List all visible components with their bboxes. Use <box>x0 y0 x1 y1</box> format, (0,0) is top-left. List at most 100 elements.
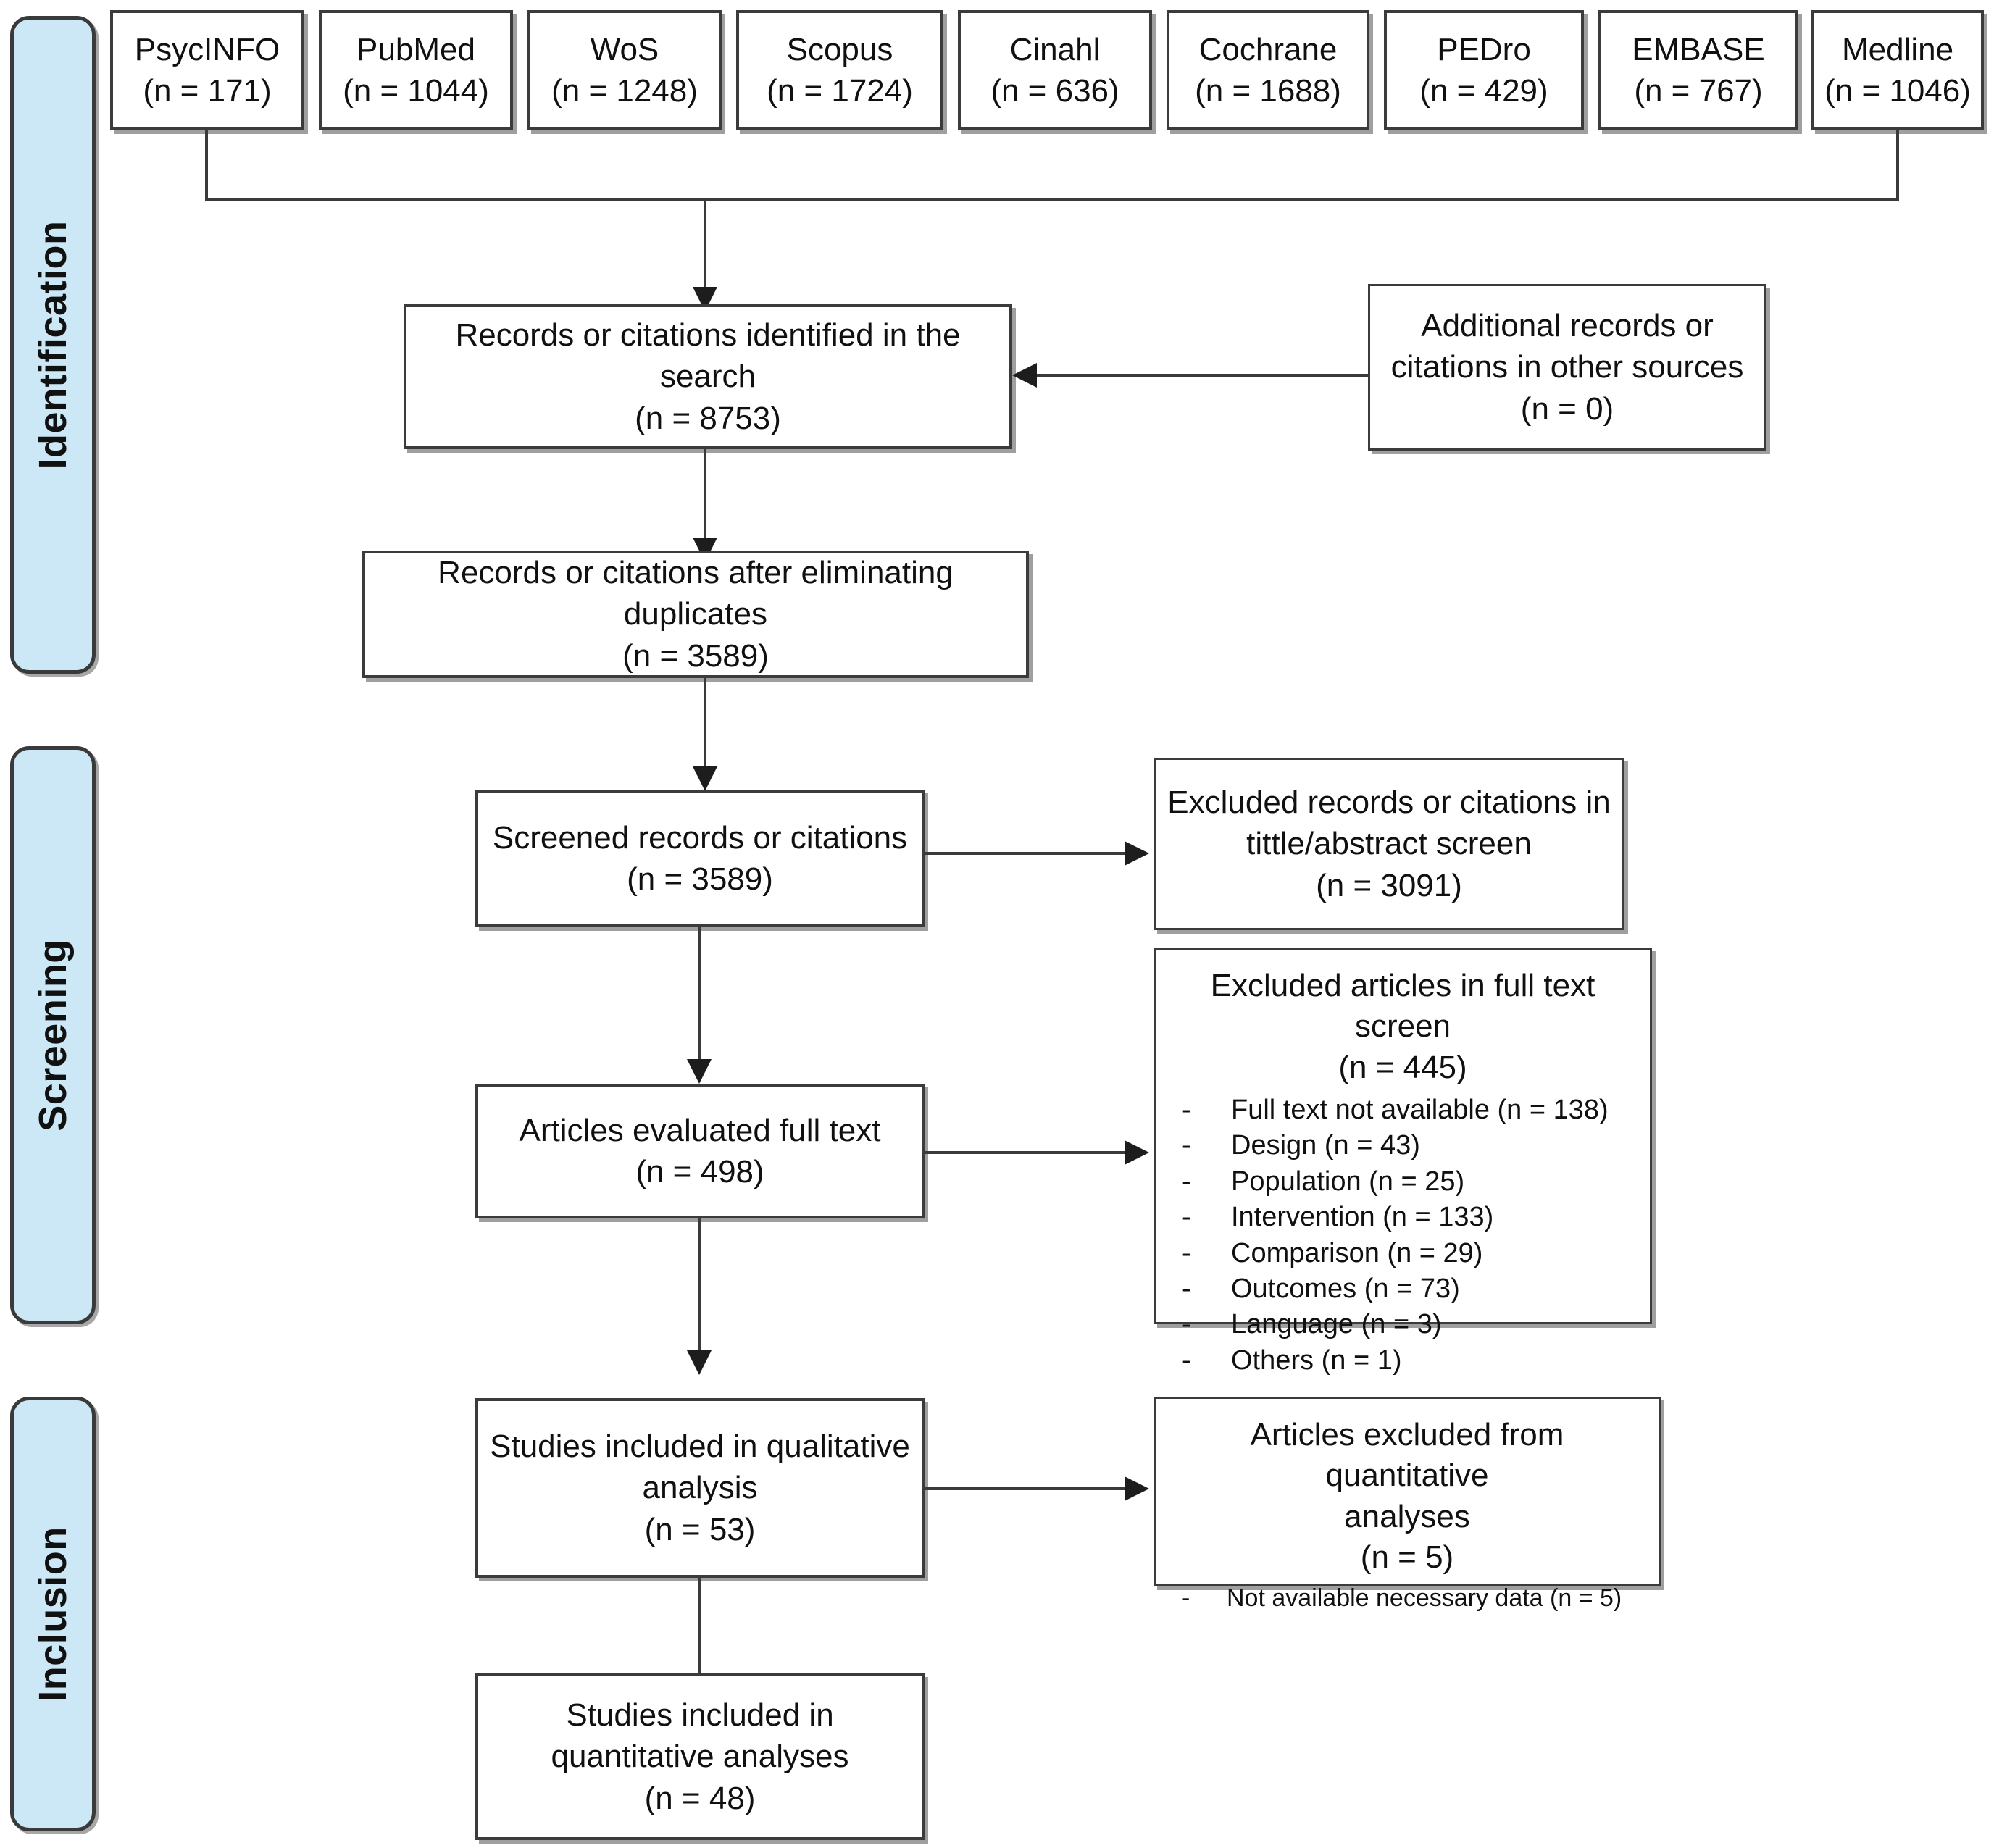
qualitative-count: (n = 53) <box>644 1511 756 1547</box>
excluded-ft-reason-list: - Full text not available (n = 138) - De… <box>1169 1092 1637 1379</box>
stage-identification-label: Identification <box>31 220 75 469</box>
database-count: (n = 767) <box>1634 73 1763 109</box>
box-additional-records: Additional records or citations in other… <box>1368 284 1766 451</box>
records-identified-count: (n = 8753) <box>635 400 781 436</box>
additional-records-text-1: Additional records or <box>1421 308 1714 344</box>
box-excluded-title-abstract: Excluded records or citations in tittle/… <box>1154 758 1624 930</box>
database-name: Cochrane <box>1198 31 1338 67</box>
database-box-pedro: PEDro (n = 429) <box>1384 10 1584 130</box>
excluded-ft-text: Excluded articles in full text screen <box>1210 968 1595 1045</box>
database-name: WoS <box>590 31 659 67</box>
excluded-qn-reason-list: - Not available necessary data (n = 5) <box>1169 1582 1645 1614</box>
box-quantitative-analysis: Studies included in quantitative analyse… <box>475 1673 925 1840</box>
reason-text: Outcomes (n = 73) <box>1231 1273 1460 1304</box>
list-item: - Others (n = 1) <box>1169 1343 1637 1379</box>
connector-qualitative-to-quantitative <box>698 1578 701 1685</box>
database-name: PEDro <box>1437 31 1531 67</box>
full-text-evaluated-count: (n = 498) <box>635 1154 764 1190</box>
reason-text: Language (n = 3) <box>1231 1309 1442 1340</box>
screened-records-count: (n = 3589) <box>627 861 773 897</box>
arrow-screened-to-excluded-ta <box>1125 841 1149 866</box>
screened-records-text: Screened records or citations <box>492 819 908 856</box>
excluded-ta-text-1: Excluded records or citations in <box>1167 785 1611 821</box>
reason-text: Others (n = 1) <box>1231 1345 1402 1376</box>
list-item: - Not available necessary data (n = 5) <box>1169 1582 1645 1614</box>
connector-screened-to-fulltext <box>698 927 701 1069</box>
qualitative-text-1: Studies included in qualitative <box>490 1429 910 1465</box>
stage-identification: Identification <box>10 16 96 674</box>
excluded-ft-header: Excluded articles in full text screen (n… <box>1169 966 1637 1088</box>
bullet-dash: - <box>1182 1273 1191 1304</box>
excluded-ta-count: (n = 3091) <box>1316 867 1462 903</box>
reason-text: Full text not available (n = 138) <box>1231 1094 1609 1125</box>
database-name: PubMed <box>356 31 475 67</box>
database-box-cinahl: Cinahl (n = 636) <box>958 10 1152 130</box>
database-box-psycinfo: PsycINFO (n = 171) <box>110 10 304 130</box>
database-name: PsycINFO <box>134 31 280 67</box>
qualitative-text-2: analysis <box>642 1470 758 1506</box>
bullet-dash: - <box>1182 1309 1191 1340</box>
box-records-identified: Records or citations identified in the s… <box>404 304 1012 449</box>
reason-text: Design (n = 43) <box>1231 1130 1420 1161</box>
database-count: (n = 1248) <box>551 73 698 109</box>
bullet-dash: - <box>1182 1166 1191 1197</box>
connector-additional-to-identified <box>1037 374 1369 377</box>
after-duplicates-count: (n = 3589) <box>622 637 769 674</box>
connector-identified-to-duplicates <box>704 449 706 548</box>
database-count: (n = 1044) <box>343 73 489 109</box>
excluded-ft-count: (n = 445) <box>1338 1049 1467 1085</box>
box-after-duplicates: Records or citations after eliminating d… <box>362 551 1029 678</box>
list-item: - Population (n = 25) <box>1169 1164 1637 1200</box>
connector-qualitative-to-excluded-qn <box>925 1487 1126 1490</box>
quantitative-count: (n = 48) <box>644 1780 756 1816</box>
connector-db-to-identified <box>704 198 706 290</box>
stage-inclusion-label: Inclusion <box>31 1526 75 1702</box>
connector-fulltext-to-excluded-ft <box>925 1151 1126 1154</box>
quantitative-text-2: quantitative analyses <box>551 1739 849 1775</box>
excluded-qn-count: (n = 5) <box>1360 1539 1454 1575</box>
additional-records-text-2: citations in other sources <box>1390 349 1744 385</box>
bullet-dash: - <box>1182 1584 1190 1613</box>
database-box-medline: Medline (n = 1046) <box>1811 10 1984 130</box>
list-item: - Design (n = 43) <box>1169 1128 1637 1163</box>
bullet-dash: - <box>1182 1094 1191 1125</box>
list-item: - Intervention (n = 133) <box>1169 1200 1637 1235</box>
database-count: (n = 636) <box>990 73 1119 109</box>
box-screened-records: Screened records or citations (n = 3589) <box>475 790 925 927</box>
arrow-qualitative-to-excluded-qn <box>1125 1476 1149 1501</box>
connector-fulltext-to-qualitative <box>698 1218 701 1360</box>
database-box-pubmed: PubMed (n = 1044) <box>319 10 513 130</box>
database-count: (n = 1046) <box>1824 73 1971 109</box>
stage-inclusion: Inclusion <box>10 1397 96 1831</box>
connector-db-bus <box>205 198 1899 201</box>
records-identified-text: Records or citations identified in the s… <box>455 317 961 395</box>
bullet-dash: - <box>1182 1202 1191 1233</box>
list-item: - Outcomes (n = 73) <box>1169 1271 1637 1307</box>
database-name: Cinahl <box>1009 31 1101 67</box>
full-text-evaluated-text: Articles evaluated full text <box>519 1112 881 1148</box>
connector-db-left-drop <box>205 130 208 201</box>
database-box-embase: EMBASE (n = 767) <box>1598 10 1798 130</box>
reason-text: Intervention (n = 133) <box>1231 1202 1494 1233</box>
excluded-qn-header: Articles excluded from quantitative anal… <box>1169 1415 1645 1578</box>
arrow-duplicates-to-screened <box>693 766 717 791</box>
excluded-qn-text-1: Articles excluded from quantitative <box>1250 1417 1564 1494</box>
database-box-scopus: Scopus (n = 1724) <box>736 10 943 130</box>
database-name: Medline <box>1841 31 1954 67</box>
box-excluded-quantitative: Articles excluded from quantitative anal… <box>1154 1397 1661 1612</box>
database-box-wos: WoS (n = 1248) <box>527 10 722 130</box>
list-item: - Full text not available (n = 138) <box>1169 1092 1637 1128</box>
reason-text: Comparison (n = 29) <box>1231 1237 1483 1268</box>
connector-duplicates-to-screened <box>704 678 706 777</box>
connector-db-right-drop <box>1896 130 1899 201</box>
database-count: (n = 429) <box>1419 73 1548 109</box>
bullet-dash: - <box>1182 1345 1191 1376</box>
box-qualitative-analysis: Studies included in qualitative analysis… <box>475 1398 925 1578</box>
arrow-fulltext-to-excluded-ft <box>1125 1140 1149 1165</box>
bullet-dash: - <box>1182 1130 1191 1161</box>
stage-screening-label: Screening <box>31 939 75 1132</box>
list-item: - Language (n = 3) <box>1169 1307 1637 1342</box>
database-count: (n = 1688) <box>1195 73 1341 109</box>
after-duplicates-text: Records or citations after eliminating d… <box>438 555 954 632</box>
